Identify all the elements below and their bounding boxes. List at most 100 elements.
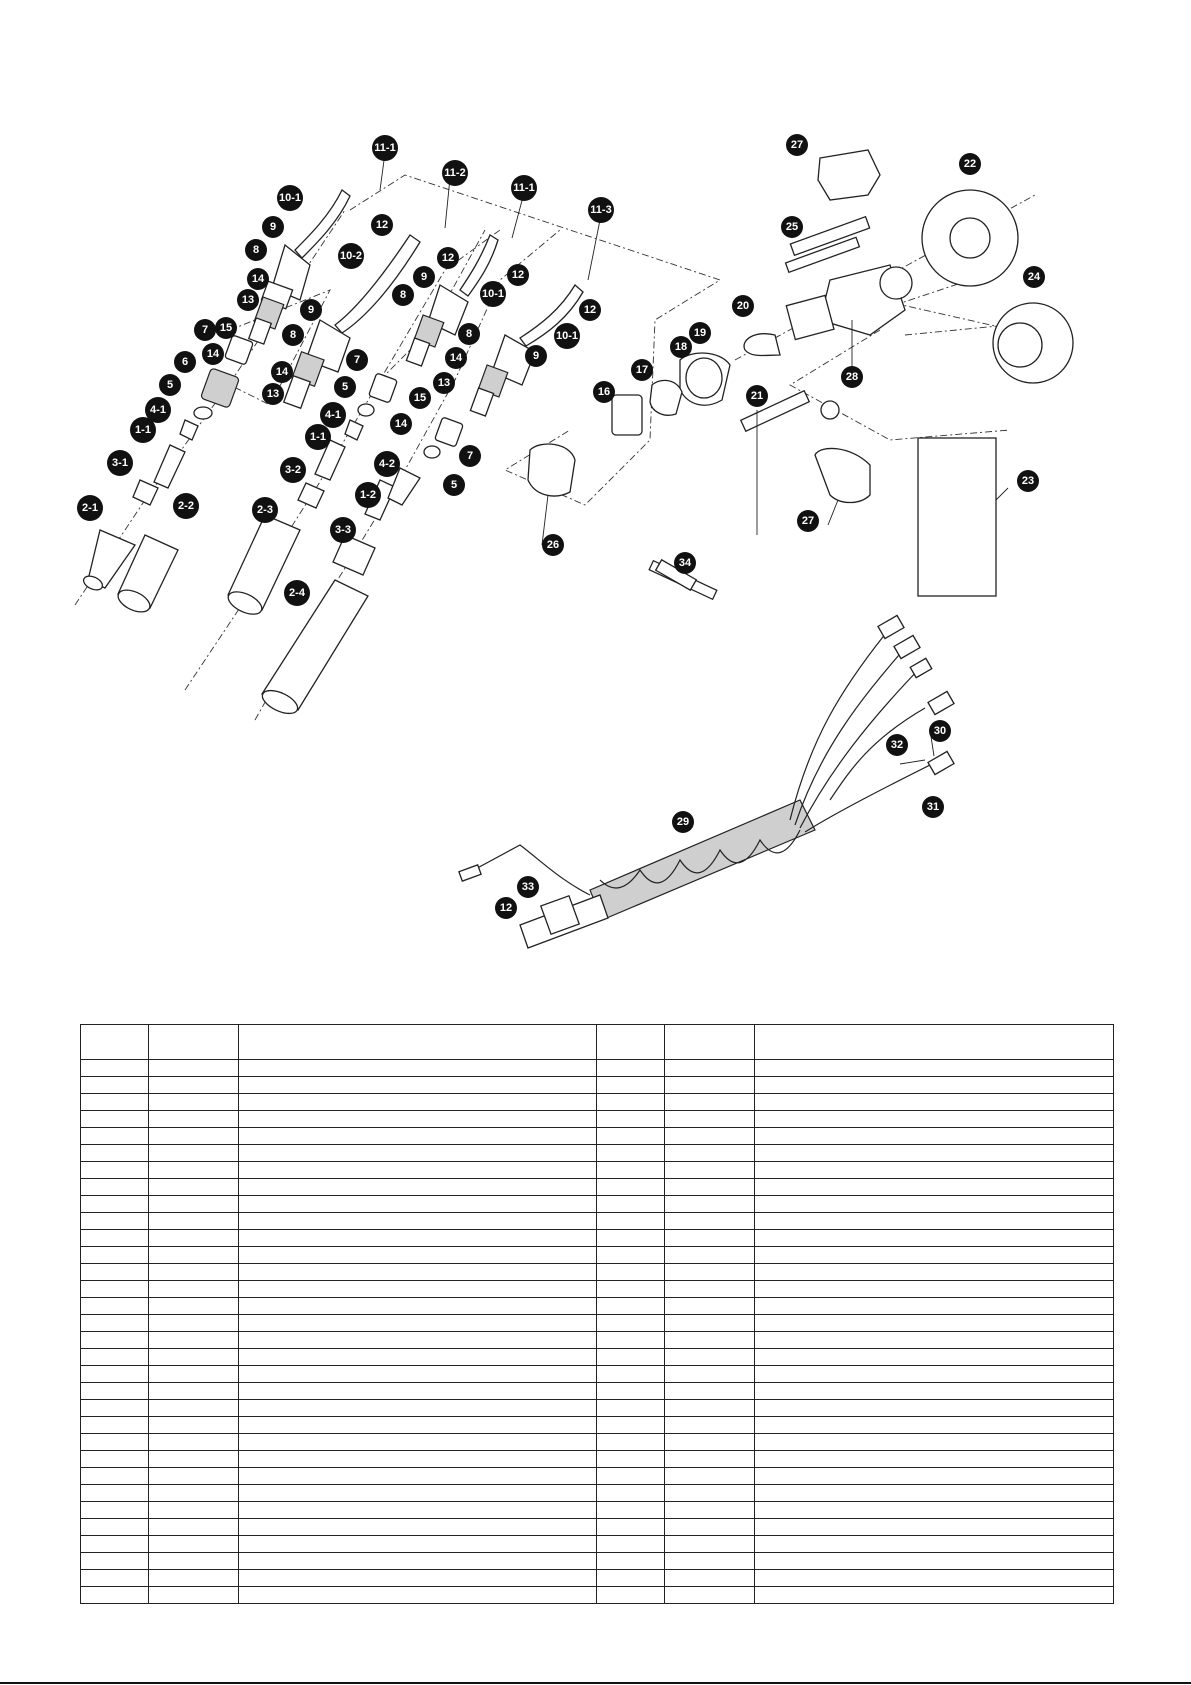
table-cell [596, 1365, 665, 1383]
table-cell [80, 1535, 149, 1553]
svg-text:24: 24 [1028, 271, 1041, 283]
callout-c-32: 32 [886, 734, 908, 756]
svg-text:11-2: 11-2 [444, 167, 465, 179]
table-cell [664, 1178, 755, 1196]
table-cell [754, 1416, 1114, 1434]
svg-text:28: 28 [846, 371, 858, 383]
table-cell [664, 1535, 755, 1553]
table-row [80, 1416, 1114, 1434]
table-cell [754, 1433, 1114, 1451]
table-cell [596, 1144, 665, 1162]
table-cell [754, 1178, 1114, 1196]
table-cell [596, 1433, 665, 1451]
cable-assembly [458, 614, 955, 949]
callout-c-15-b: 15 [409, 387, 431, 409]
table-cell [238, 1467, 597, 1485]
callout-c-8-a: 8 [245, 239, 267, 261]
callout-c-7-c: 7 [459, 445, 481, 467]
svg-text:2-2: 2-2 [178, 500, 194, 512]
table-row [80, 1297, 1114, 1315]
table-cell [238, 1059, 597, 1077]
svg-text:25: 25 [786, 221, 798, 233]
table-row [80, 1076, 1114, 1094]
table-row [80, 1246, 1114, 1264]
svg-text:1-2: 1-2 [360, 489, 376, 501]
callout-c-8-d: 8 [458, 323, 480, 345]
table-cell [80, 1484, 149, 1502]
table-cell [664, 1365, 755, 1383]
table-row [80, 1382, 1114, 1400]
table-cell [148, 1314, 239, 1332]
table-cell [596, 1178, 665, 1196]
table-cell [596, 1586, 665, 1604]
table-cell [80, 1501, 149, 1519]
svg-text:14: 14 [450, 352, 463, 364]
svg-text:2-3: 2-3 [257, 504, 273, 516]
table-cell [80, 1280, 149, 1298]
table-cell [80, 1076, 149, 1094]
table-row [80, 1212, 1114, 1230]
callout-c-14-a: 14 [247, 268, 269, 290]
header-cell [754, 1024, 1114, 1060]
svg-text:10-2: 10-2 [340, 250, 362, 262]
svg-text:34: 34 [679, 557, 692, 569]
svg-text:9: 9 [270, 221, 276, 233]
table-cell [596, 1161, 665, 1179]
table-cell [596, 1280, 665, 1298]
table-cell [664, 1331, 755, 1349]
table-cell [148, 1467, 239, 1485]
callout-c-4-2: 4-2 [374, 451, 400, 477]
table-cell [238, 1093, 597, 1111]
callout-c-7-a: 7 [194, 319, 216, 341]
table-cell [148, 1161, 239, 1179]
svg-text:33: 33 [522, 881, 534, 893]
callout-c-10-1-a: 10-1 [277, 185, 303, 211]
callout-c-2-4: 2-4 [284, 580, 310, 606]
svg-text:27: 27 [791, 139, 803, 151]
table-cell [238, 1331, 597, 1349]
callout-c-10-1-b: 10-1 [480, 281, 506, 307]
callout-c-31: 31 [922, 796, 944, 818]
table-cell [80, 1569, 149, 1587]
table-cell [754, 1382, 1114, 1400]
svg-text:3-2: 3-2 [285, 464, 301, 476]
table-cell [596, 1416, 665, 1434]
table-cell [664, 1110, 755, 1128]
table-cell [596, 1093, 665, 1111]
table-row [80, 1144, 1114, 1162]
callout-c-9-b: 9 [300, 299, 322, 321]
table-cell [238, 1433, 597, 1451]
svg-text:7: 7 [467, 450, 473, 462]
table-cell [664, 1195, 755, 1213]
callout-c-6: 6 [174, 351, 196, 373]
parts-list-table [80, 1024, 1114, 1604]
svg-text:23: 23 [1022, 475, 1034, 487]
table-cell [80, 1110, 149, 1128]
table-cell [238, 1229, 597, 1247]
table-cell [148, 1076, 239, 1094]
table-cell [754, 1348, 1114, 1366]
callout-c-10-1-c: 10-1 [554, 323, 580, 349]
table-cell [238, 1314, 597, 1332]
table-cell [148, 1552, 239, 1570]
table-cell [664, 1467, 755, 1485]
table-cell [148, 1416, 239, 1434]
callout-c-8-b: 8 [282, 324, 304, 346]
table-cell [664, 1297, 755, 1315]
svg-text:9: 9 [533, 350, 539, 362]
table-cell [148, 1365, 239, 1383]
table-cell [754, 1297, 1114, 1315]
table-cell [596, 1552, 665, 1570]
table-cell [80, 1348, 149, 1366]
table-row [80, 1314, 1114, 1332]
table-row [80, 1586, 1114, 1604]
table-cell [238, 1348, 597, 1366]
svg-text:5: 5 [167, 379, 173, 391]
table-cell [80, 1314, 149, 1332]
callout-c-27-a: 27 [786, 134, 808, 156]
table-row [80, 1433, 1114, 1451]
table-cell [754, 1450, 1114, 1468]
callout-c-23: 23 [1017, 470, 1039, 492]
table-cell [148, 1348, 239, 1366]
svg-text:27: 27 [802, 515, 814, 527]
